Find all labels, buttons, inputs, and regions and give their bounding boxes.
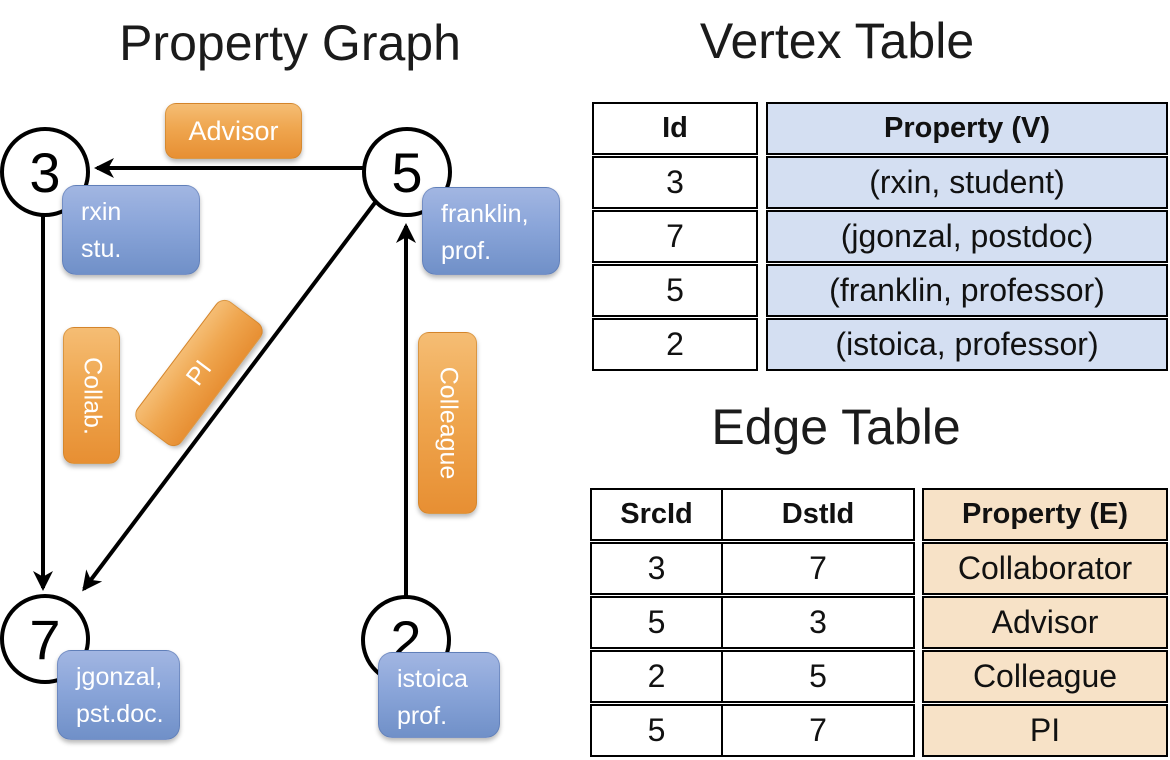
edge-table-row: 5 3	[590, 596, 915, 649]
vertex-prop-2-line2: prof.	[397, 702, 448, 730]
node-5-id: 5	[391, 140, 423, 204]
edge-table-src-cell: 2	[590, 650, 723, 703]
edge-table-row: 3 7	[590, 542, 915, 595]
vertex-prop-3-line1: rxin	[81, 198, 122, 226]
edge-table-row: 2 5	[590, 650, 915, 703]
vertex-prop-box-2: istoica prof.	[378, 652, 500, 738]
node-5: 5	[362, 127, 452, 217]
edge-table-src-cell: 5	[590, 704, 723, 757]
edge-label-collab: Collab.	[63, 327, 120, 464]
vertex-table-property-cell: (rxin, student)	[766, 156, 1168, 209]
vertex-table-id-cell: 3	[592, 156, 758, 209]
vertex-prop-3-line2: stu.	[81, 235, 122, 263]
vertex-prop-7-line1: jgonzal,	[76, 663, 163, 691]
vertex-table-property-header: Property (V)	[766, 102, 1168, 155]
vertex-prop-7-line2: pst.doc.	[76, 700, 164, 728]
edge-table-row: 5 7	[590, 704, 915, 757]
vertex-table-id-header: Id	[592, 102, 758, 155]
property-graph-title: Property Graph	[119, 15, 461, 71]
edge-table-title: Edge Table	[711, 399, 961, 455]
edge-table-property-cell: Collaborator	[922, 542, 1168, 595]
edge-table-property-cell: PI	[922, 704, 1168, 757]
node-3-id: 3	[29, 140, 61, 204]
edge-table-dstid-header: DstId	[723, 488, 915, 541]
vertex-table-id-cell: 5	[592, 264, 758, 317]
vertex-table-property-cell: (jgonzal, postdoc)	[766, 210, 1168, 263]
edge-table-id-columns: SrcId DstId 3 7 5 3 2 5 5 7	[590, 488, 915, 757]
edge-label-collab-text: Collab.	[78, 356, 106, 435]
vertex-prop-box-5: franklin, prof.	[422, 187, 560, 275]
edge-table-dst-cell: 7	[723, 704, 915, 757]
graph-edges-layer	[33, 158, 416, 597]
edge-table-dst-cell: 3	[723, 596, 915, 649]
edge-table-dst-cell: 5	[723, 650, 915, 703]
edge-label-pi-text: PI	[180, 354, 217, 391]
edge-line-pi-5-to-7	[82, 198, 379, 592]
vertex-table-id-cell: 2	[592, 318, 758, 371]
edge-table-property-header: Property (E)	[922, 488, 1168, 541]
edge-table-property-cell: Advisor	[922, 596, 1168, 649]
vertex-prop-5-line2: prof.	[441, 237, 492, 265]
vertex-table-id-cell: 7	[592, 210, 758, 263]
edge-table-srcid-header: SrcId	[590, 488, 723, 541]
vertex-table-id-column: Id 3 7 5 2	[592, 102, 758, 371]
edge-label-colleague: Colleague	[418, 332, 477, 514]
vertex-table-property-column: Property (V) (rxin, student) (jgonzal, p…	[766, 102, 1168, 371]
edge-table-header-row: SrcId DstId	[590, 488, 915, 541]
edge-table-src-cell: 5	[590, 596, 723, 649]
vertex-table-property-cell: (franklin, professor)	[766, 264, 1168, 317]
edge-table-src-cell: 3	[590, 542, 723, 595]
edge-label-advisor-text: Advisor	[188, 115, 279, 146]
vertex-prop-box-7: jgonzal, pst.doc.	[57, 650, 180, 740]
edge-table-property-cell: Colleague	[922, 650, 1168, 703]
vertex-prop-box-3: rxin stu.	[62, 185, 200, 275]
node-7-id: 7	[29, 607, 61, 671]
vertex-table-title: Vertex Table	[699, 13, 975, 69]
vertex-prop-2-line1: istoica	[397, 665, 468, 693]
vertex-prop-5-line1: franklin,	[441, 200, 529, 228]
edge-table-property-column: Property (E) Collaborator Advisor Collea…	[922, 488, 1168, 757]
edge-table-dst-cell: 7	[723, 542, 915, 595]
edge-label-colleague-text: Colleague	[434, 366, 462, 480]
vertex-table-property-cell: (istoica, professor)	[766, 318, 1168, 371]
edge-label-advisor: Advisor	[165, 103, 302, 159]
